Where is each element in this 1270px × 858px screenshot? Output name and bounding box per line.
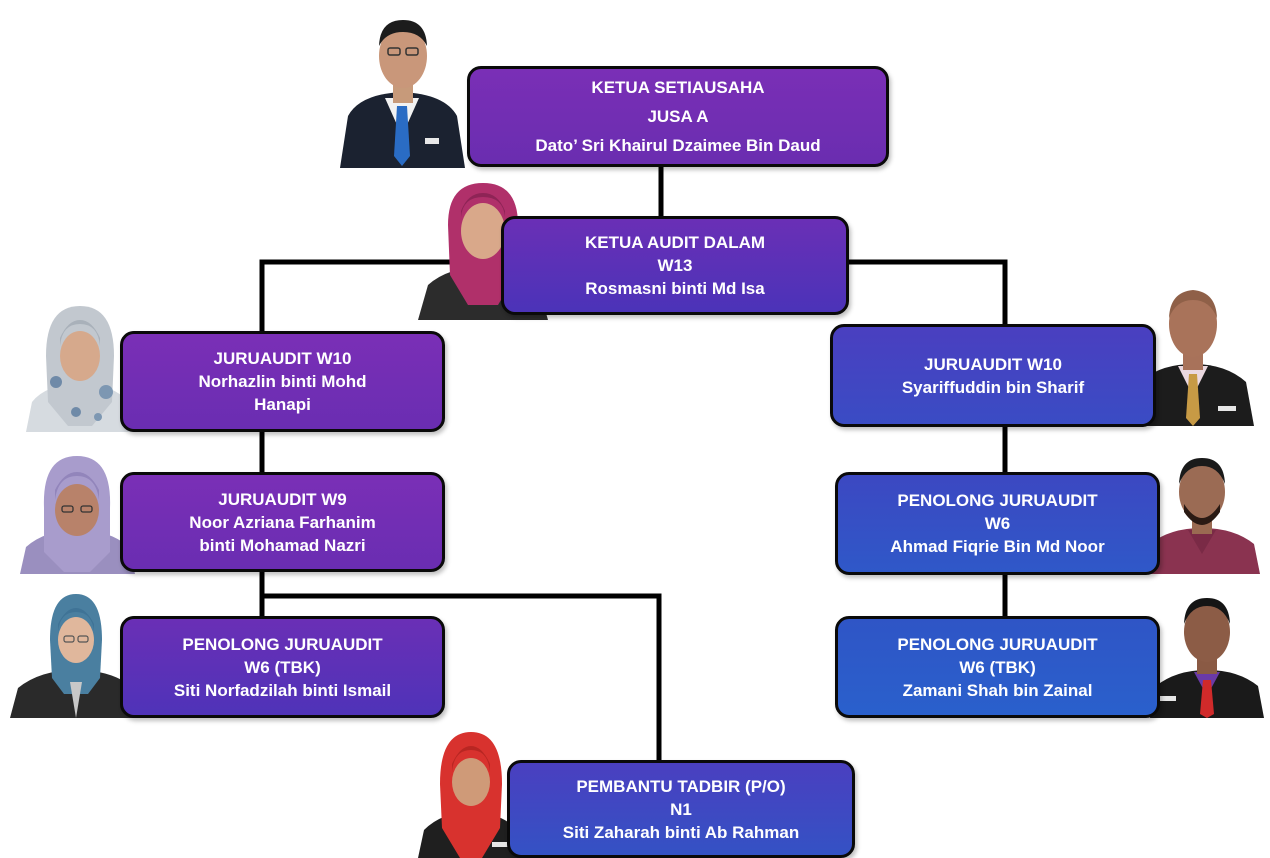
node-title: PENOLONG JURUAUDIT <box>897 491 1098 510</box>
node-penolong-juruaudit-tbk-right: PENOLONG JURUAUDIT W6 (TBK) Zamani Shah … <box>835 616 1160 718</box>
node-title: KETUA SETIAUSAHA <box>591 78 765 97</box>
node-title: PENOLONG JURUAUDIT <box>182 634 383 654</box>
node-person-name: Zamani Shah bin Zainal <box>902 680 1093 700</box>
node-title: JURUAUDIT W9 <box>218 489 347 509</box>
node-person-name: Dato’ Sri Khairul Dzaimee Bin Daud <box>535 136 821 155</box>
node-title: KETUA AUDIT DALAM <box>584 233 766 252</box>
node-title: PENOLONG JURUAUDIT <box>897 634 1098 654</box>
node-person-name: Syariffuddin bin Sharif <box>901 377 1085 397</box>
node-penolong-juruaudit-left: PENOLONG JURUAUDIT W6 (TBK) Siti Norfadz… <box>120 616 445 718</box>
node-ketua-setiausaha: KETUA SETIAUSAHA JUSA A Dato’ Sri Khairu… <box>467 66 889 167</box>
node-juruaudit-w10-right: JURUAUDIT W10 Syariffuddin bin Sharif <box>830 324 1156 427</box>
node-person-name-line1: Norhazlin binti Mohd <box>198 372 367 391</box>
node-ketua-audit-dalam: KETUA AUDIT DALAM W13 Rosmasni binti Md … <box>501 216 849 315</box>
node-pembantu-tadbir: PEMBANTU TADBIR (P/O) N1 Siti Zaharah bi… <box>507 760 855 858</box>
photo-juruaudit-w9 <box>20 452 135 574</box>
node-juruaudit-w9: JURUAUDIT W9 Noor Azriana Farhanim binti… <box>120 472 445 572</box>
node-title: PEMBANTU TADBIR (P/O) <box>576 776 786 796</box>
connector-kad-to-right <box>846 259 1008 326</box>
node-person-name: Rosmasni binti Md Isa <box>585 279 765 298</box>
photo-penolong-w6-right <box>1144 446 1260 574</box>
photo-juruaudit-w10-left <box>26 302 134 432</box>
node-person-name-line1: Noor Azriana Farhanim <box>189 512 376 532</box>
node-grade: W6 (TBK) <box>244 657 321 677</box>
photo-penolong-left <box>10 590 142 718</box>
photo-ketua-setiausaha <box>340 6 465 168</box>
node-grade: N1 <box>670 799 692 819</box>
photo-pembantu-tadbir <box>418 730 524 858</box>
photo-penolong-tbk-right <box>1150 586 1264 718</box>
node-grade: W6 <box>984 514 1011 533</box>
node-title: JURUAUDIT W10 <box>213 349 352 368</box>
node-person-name-line2: Hanapi <box>254 395 311 414</box>
node-person-name: Siti Zaharah binti Ab Rahman <box>562 822 800 842</box>
connector-kad-to-left <box>259 259 504 333</box>
node-grade: W6 (TBK) <box>959 657 1036 677</box>
node-grade: W13 <box>657 256 693 275</box>
node-juruaudit-w10-left: JURUAUDIT W10 Norhazlin binti Mohd Hanap… <box>120 331 445 432</box>
photo-juruaudit-w10-right <box>1132 278 1254 426</box>
node-title: JURUAUDIT W10 <box>924 354 1062 374</box>
node-grade: JUSA A <box>647 107 709 126</box>
node-person-name: Siti Norfadzilah binti Ismail <box>173 680 392 700</box>
node-person-name: Ahmad Fiqrie Bin Md Noor <box>890 537 1105 556</box>
node-penolong-juruaudit-w6-right: PENOLONG JURUAUDIT W6 Ahmad Fiqrie Bin M… <box>835 472 1160 575</box>
node-person-name-line2: binti Mohamad Nazri <box>199 535 366 555</box>
connector-w9-to-pembantu <box>262 593 662 762</box>
